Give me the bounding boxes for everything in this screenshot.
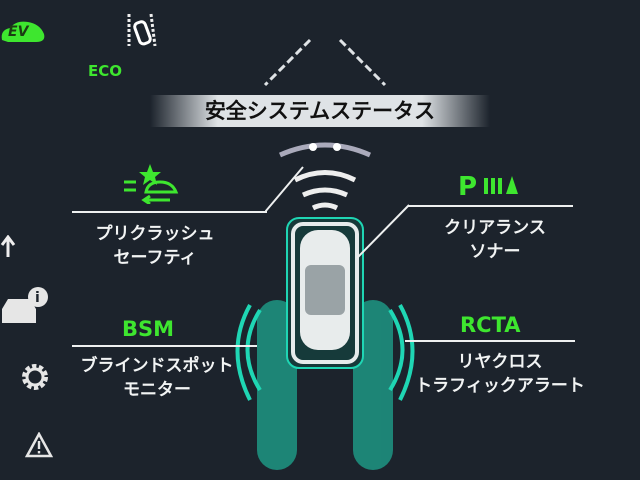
sonar-label: クリアランス ソナー [430, 216, 560, 264]
vehicle-sensor-graphic [235, 142, 415, 470]
pre-crash-label: プリクラッシュ セーフティ [85, 222, 225, 270]
pre-crash-leader-diagonal [265, 166, 304, 213]
sonar-code: P [458, 172, 478, 202]
car-info-icon[interactable]: i [0, 285, 50, 330]
rcta-code: RCTA [460, 313, 521, 337]
gear-icon[interactable] [20, 362, 50, 392]
sonar-leader-diagonal [356, 204, 410, 259]
title-band [150, 95, 490, 127]
pre-crash-line1: プリクラッシュ [95, 224, 215, 244]
warning-icon[interactable] [25, 432, 53, 458]
page-title: 安全システムステータス [204, 99, 436, 123]
rcta-label: リヤクロス トラフィックアラート [410, 350, 590, 398]
bsm-code: BSM [122, 317, 175, 341]
sonar-leader-line [408, 205, 573, 207]
lane-departure-icon [125, 12, 159, 52]
road-perspective-lines [263, 38, 387, 87]
pre-crash-line2: セーフティ [113, 248, 197, 268]
bsm-line2: モニター [123, 380, 191, 400]
pre-crash-leader-line [72, 211, 267, 213]
bsm-leader-line [72, 345, 257, 347]
arrow-up-icon[interactable] [0, 235, 16, 259]
pre-crash-icon [120, 162, 180, 208]
sonar-line2: ソナー [469, 242, 521, 262]
bsm-label: ブラインドスポット モニター [72, 354, 242, 402]
rcta-line2: トラフィックアラート [415, 376, 585, 396]
rcta-line1: リヤクロス [457, 352, 543, 372]
eco-mode-indicator: ECO [88, 62, 123, 80]
sonar-line1: クリアランス [444, 218, 546, 238]
bsm-line1: ブラインドスポット [80, 356, 234, 376]
parking-sonar-icon: P [458, 172, 522, 202]
ev-mode-icon: EV [0, 20, 46, 46]
svg-text:i: i [35, 290, 40, 306]
rcta-leader-line [405, 340, 575, 342]
